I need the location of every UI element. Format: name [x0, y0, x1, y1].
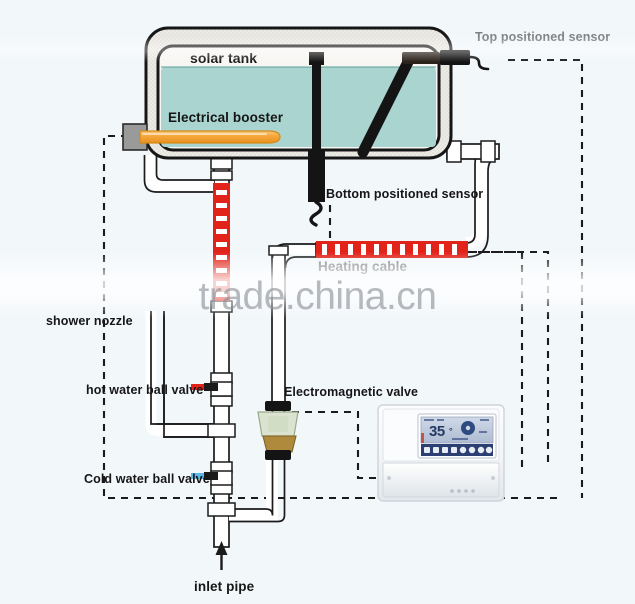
controller-button-5[interactable] — [459, 446, 467, 454]
label-electromagnetic-valve: Electromagnetic valve — [284, 385, 418, 399]
lcd-indicator-bars — [424, 419, 489, 440]
top-sensor-cable — [468, 55, 490, 71]
label-bottom-positioned-sensor: Bottom positioned sensor — [326, 187, 483, 201]
hot-water-ball-valve[interactable] — [191, 381, 233, 397]
em-valve-brass-body — [262, 435, 297, 453]
controller-screw-right — [491, 476, 495, 480]
label-cold-water-ball-valve: Cold water ball valve — [84, 472, 210, 486]
label-electrical-booster: Electrical booster — [168, 110, 284, 125]
booster-terminal-block — [122, 123, 148, 151]
bottom-sensor-cable — [309, 200, 323, 227]
pipe-inlet-edge-b — [229, 401, 286, 523]
coupling-riser-top — [210, 157, 233, 170]
coupling-riser-mid — [210, 300, 233, 313]
coupling-hot-valve-bot — [210, 395, 233, 407]
pipe-tank-bottom-edge-b — [155, 155, 214, 181]
lcd-temperature-value: 35 — [429, 423, 445, 440]
pipe-shower-edge-b — [163, 311, 214, 438]
pipe-tank-bottom-fill — [144, 155, 214, 192]
label-top-positioned-sensor: Top positioned sensor — [475, 30, 610, 44]
hot-valve-handle[interactable] — [191, 384, 212, 390]
heating-cable-vertical — [213, 183, 230, 301]
pipe-couplings — [207, 29, 496, 517]
top-sensor-housing — [440, 50, 470, 65]
label-solar-tank: solar tank — [190, 50, 257, 66]
controller-lower-door[interactable] — [382, 462, 500, 498]
wire-top-sensor — [508, 58, 584, 498]
controller-buttons[interactable] — [424, 446, 493, 454]
controller-button-2[interactable] — [433, 447, 439, 453]
tee-shower — [207, 423, 236, 438]
solar-tank — [144, 26, 453, 160]
pipe-inlet-edge-a — [229, 401, 274, 516]
electrical-booster — [122, 123, 281, 151]
controller-button-8[interactable] — [485, 446, 493, 454]
coupling-em-top — [268, 245, 289, 256]
controller-button-3[interactable] — [442, 447, 448, 453]
controller-button-7[interactable] — [477, 446, 485, 454]
wire-booster-power — [102, 134, 560, 500]
controller-button-4[interactable] — [451, 447, 457, 453]
pipe-em-riser — [271, 247, 286, 409]
lcd-temperature-unit: ° — [449, 426, 453, 436]
coupling-riser-top2 — [210, 170, 233, 181]
heating-cable-horizontal — [316, 241, 468, 258]
em-valve-collar-bottom — [265, 450, 291, 460]
solar-controller[interactable]: 35 ° — [377, 404, 505, 502]
coupling-return-2 — [480, 140, 496, 163]
top-positioned-sensor — [357, 50, 490, 158]
heating-cable-h-marks — [322, 244, 457, 255]
controller-screw-left — [387, 476, 391, 480]
electromagnetic-valve[interactable] — [257, 401, 299, 460]
bottom-sensor-shaft — [312, 60, 321, 158]
bottom-positioned-sensor — [308, 52, 325, 227]
label-hot-water-ball-valve: hot water ball valve — [86, 383, 203, 397]
bottom-sensor-body — [308, 150, 325, 202]
coupling-return-1 — [446, 140, 462, 163]
pipe-tank-bottom-edge-a — [143, 155, 214, 193]
booster-element — [139, 130, 281, 144]
em-valve-collar-top — [265, 401, 291, 411]
lcd-alarm-marker — [421, 433, 424, 443]
cold-valve-stem — [204, 472, 218, 480]
top-sensor-probe — [357, 56, 414, 158]
inlet-arrow — [215, 541, 228, 570]
label-heating-cable: Heating cable — [318, 259, 407, 274]
cold-valve-handle[interactable] — [191, 473, 212, 479]
tank-water — [161, 67, 436, 147]
controller-button-6[interactable] — [468, 446, 476, 454]
tee-inlet — [207, 502, 236, 517]
label-inlet-pipe: inlet pipe — [194, 579, 255, 594]
hot-valve-stem — [204, 383, 218, 391]
top-sensor-neck — [402, 52, 440, 64]
label-shower-nozzle: shower nozzle — [46, 314, 133, 328]
pipe-shower-edge-a — [150, 311, 214, 425]
em-valve-coil-face — [268, 416, 288, 432]
lcd-fan-hub — [465, 425, 471, 431]
cold-water-ball-valve[interactable] — [191, 470, 233, 486]
controller-button-1[interactable] — [424, 447, 430, 453]
controller-terminals — [450, 489, 475, 493]
